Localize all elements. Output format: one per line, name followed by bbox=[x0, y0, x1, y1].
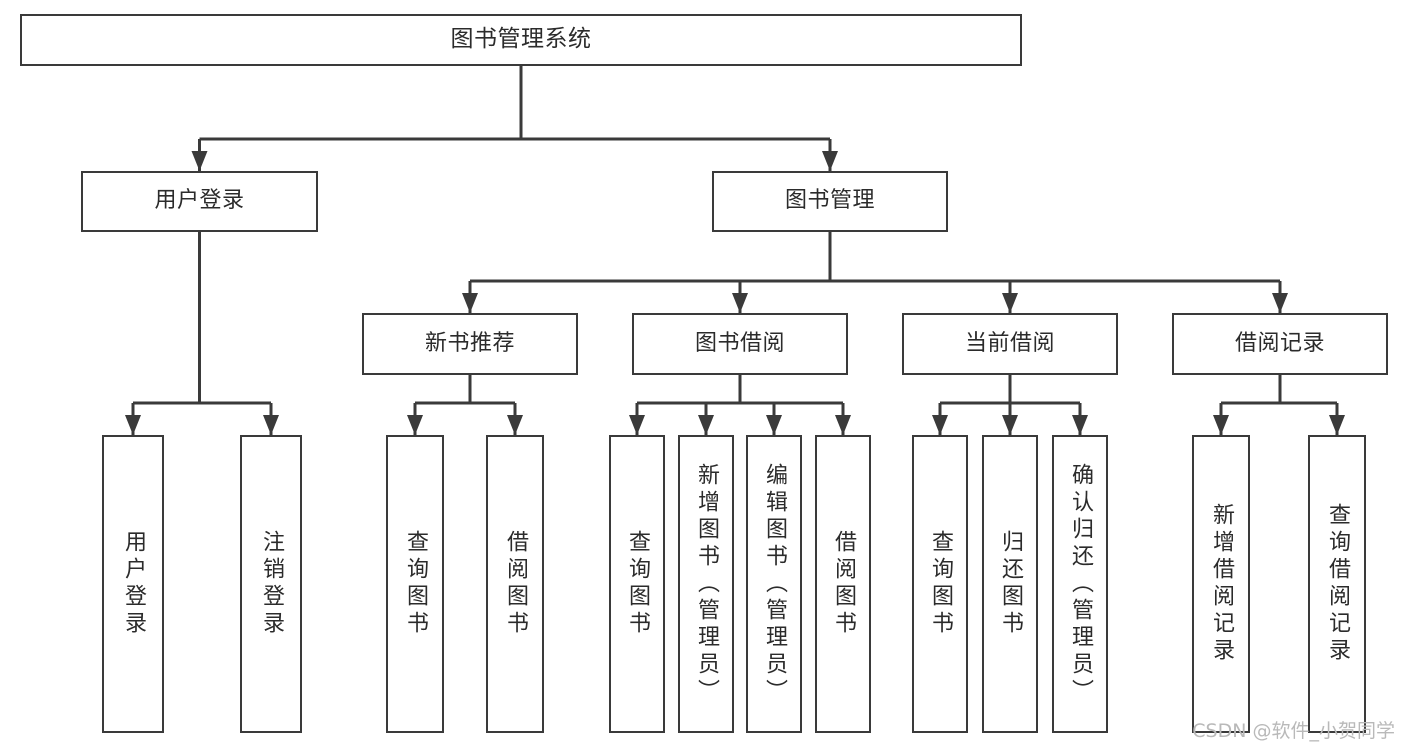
node-bookmgmt[interactable]: 图书管理 bbox=[712, 171, 948, 232]
node-label: 借阅图书 bbox=[503, 530, 528, 638]
arrowhead-icon bbox=[822, 151, 838, 171]
node-leaf10[interactable]: 归还图书 bbox=[982, 435, 1038, 733]
node-leaf2[interactable]: 注销登录 bbox=[240, 435, 302, 733]
arrowhead-icon bbox=[407, 415, 423, 435]
arrowhead-icon bbox=[629, 415, 645, 435]
node-label: 借阅图书 bbox=[831, 530, 856, 638]
node-leaf3[interactable]: 查询图书 bbox=[386, 435, 444, 733]
arrowhead-icon bbox=[1329, 415, 1345, 435]
node-label: 图书借阅 bbox=[694, 330, 785, 356]
node-label: 借阅记录 bbox=[1234, 330, 1325, 356]
arrowhead-icon bbox=[766, 415, 782, 435]
node-label: 图书管理系统 bbox=[450, 26, 592, 53]
node-label: 新增图书（管理员） bbox=[694, 462, 719, 706]
arrowhead-icon bbox=[1002, 415, 1018, 435]
node-leaf13[interactable]: 查询借阅记录 bbox=[1308, 435, 1366, 733]
node-leaf9[interactable]: 查询图书 bbox=[912, 435, 968, 733]
node-leaf11[interactable]: 确认归还（管理员） bbox=[1052, 435, 1108, 733]
arrowhead-icon bbox=[698, 415, 714, 435]
arrowhead-icon bbox=[1272, 293, 1288, 313]
arrowhead-icon bbox=[1072, 415, 1088, 435]
node-leaf8[interactable]: 借阅图书 bbox=[815, 435, 871, 733]
arrowhead-icon bbox=[507, 415, 523, 435]
node-label: 用户登录 bbox=[121, 530, 146, 638]
node-leaf5[interactable]: 查询图书 bbox=[609, 435, 665, 733]
node-label: 查询图书 bbox=[625, 530, 650, 638]
arrowhead-icon bbox=[191, 151, 208, 171]
node-root[interactable]: 图书管理系统 bbox=[20, 14, 1022, 66]
watermark-text: CSDN @软件_小贺同学 bbox=[1192, 720, 1395, 742]
node-label: 编辑图书（管理员） bbox=[762, 462, 787, 706]
arrowhead-icon bbox=[835, 415, 851, 435]
node-borrow[interactable]: 图书借阅 bbox=[632, 313, 848, 375]
node-label: 当前借阅 bbox=[964, 330, 1055, 356]
node-label: 图书管理 bbox=[784, 188, 875, 214]
node-newbook[interactable]: 新书推荐 bbox=[362, 313, 578, 375]
node-leaf4[interactable]: 借阅图书 bbox=[486, 435, 544, 733]
node-current[interactable]: 当前借阅 bbox=[902, 313, 1118, 375]
node-leaf7[interactable]: 编辑图书（管理员） bbox=[746, 435, 802, 733]
node-label: 用户登录 bbox=[154, 188, 245, 214]
arrowhead-icon bbox=[462, 293, 478, 313]
node-label: 查询借阅记录 bbox=[1325, 503, 1350, 665]
node-label: 归还图书 bbox=[998, 530, 1023, 638]
node-leaf6[interactable]: 新增图书（管理员） bbox=[678, 435, 734, 733]
arrowhead-icon bbox=[263, 415, 279, 435]
node-records[interactable]: 借阅记录 bbox=[1172, 313, 1388, 375]
node-label: 新书推荐 bbox=[424, 330, 515, 356]
node-login[interactable]: 用户登录 bbox=[81, 171, 318, 232]
node-label: 查询图书 bbox=[928, 530, 953, 638]
arrowhead-icon bbox=[1213, 415, 1229, 435]
node-label: 新增借阅记录 bbox=[1209, 503, 1234, 665]
arrowhead-icon bbox=[932, 415, 948, 435]
node-label: 查询图书 bbox=[403, 530, 428, 638]
node-leaf1[interactable]: 用户登录 bbox=[102, 435, 164, 733]
arrowhead-icon bbox=[732, 293, 748, 313]
node-label: 确认归还（管理员） bbox=[1068, 462, 1093, 706]
arrowhead-icon bbox=[1002, 293, 1018, 313]
node-leaf12[interactable]: 新增借阅记录 bbox=[1192, 435, 1250, 733]
node-label: 注销登录 bbox=[259, 530, 284, 638]
arrowhead-icon bbox=[125, 415, 141, 435]
